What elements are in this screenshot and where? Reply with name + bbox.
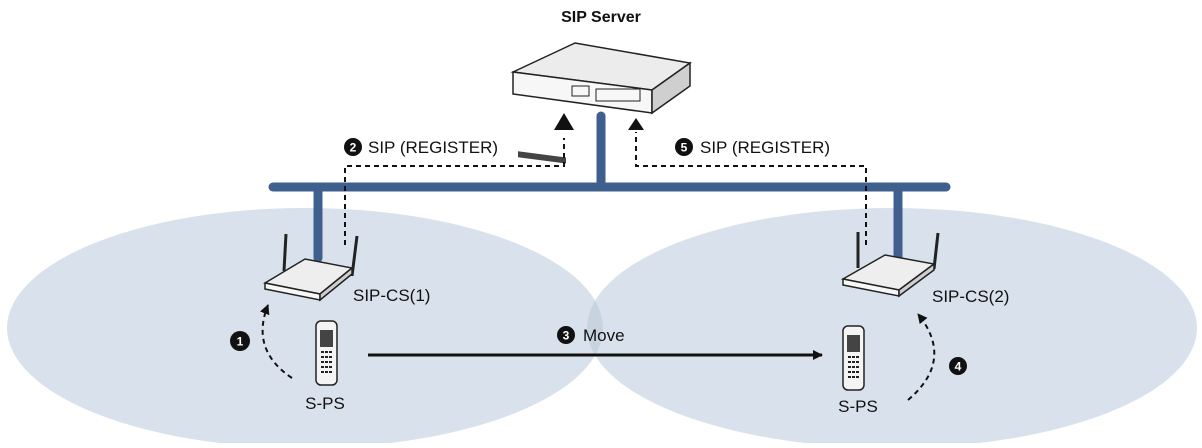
sip-server-icon <box>510 42 692 164</box>
step-badge-4 <box>949 357 967 375</box>
svg-text:5: 5 <box>681 141 688 155</box>
network-bus <box>268 111 951 263</box>
svg-text:1: 1 <box>237 335 244 349</box>
sip-cs1-label: SIP-CS(1) <box>353 286 430 305</box>
sip-cs1-icon <box>262 233 359 302</box>
step-badge-2 <box>344 138 362 156</box>
register-arrow-right <box>628 118 644 130</box>
svg-text:2: 2 <box>350 141 357 155</box>
s-ps-right-label: S-PS <box>838 397 878 416</box>
svg-text:SIP (REGISTER): SIP (REGISTER) <box>700 138 830 157</box>
step4-curve <box>907 313 936 401</box>
svg-text:SIP (REGISTER): SIP (REGISTER) <box>368 138 498 157</box>
coverage-area-cs1 <box>7 208 603 448</box>
step-badge-3 <box>557 326 575 344</box>
coverage-areas <box>7 208 1197 448</box>
sip-server-label: SIP Server <box>561 9 641 26</box>
s-ps-left-label: S-PS <box>305 394 345 413</box>
sip-cs2-icon <box>840 232 940 298</box>
register-arrow-left <box>554 113 574 130</box>
register-left-label: 2 SIP (REGISTER) <box>344 138 498 157</box>
sip-cs2-label: SIP-CS(2) <box>932 287 1009 306</box>
handset-left-icon <box>315 320 338 386</box>
register-path-right <box>635 132 867 245</box>
register-right-label: 5 SIP (REGISTER) <box>675 138 830 157</box>
step1-curve <box>260 304 293 379</box>
handset-right-icon <box>842 325 865 391</box>
step-badge-1 <box>230 331 250 351</box>
step1-label: 1 <box>230 331 250 351</box>
step-badge-5 <box>675 138 693 156</box>
coverage-area-cs2 <box>587 208 1197 448</box>
step4-label: 4 <box>949 357 967 375</box>
svg-text:4: 4 <box>955 360 962 374</box>
register-path-left <box>344 138 565 245</box>
move-label: 3 Move <box>557 326 625 345</box>
svg-text:3: 3 <box>563 329 570 343</box>
svg-text:Move: Move <box>583 326 625 345</box>
